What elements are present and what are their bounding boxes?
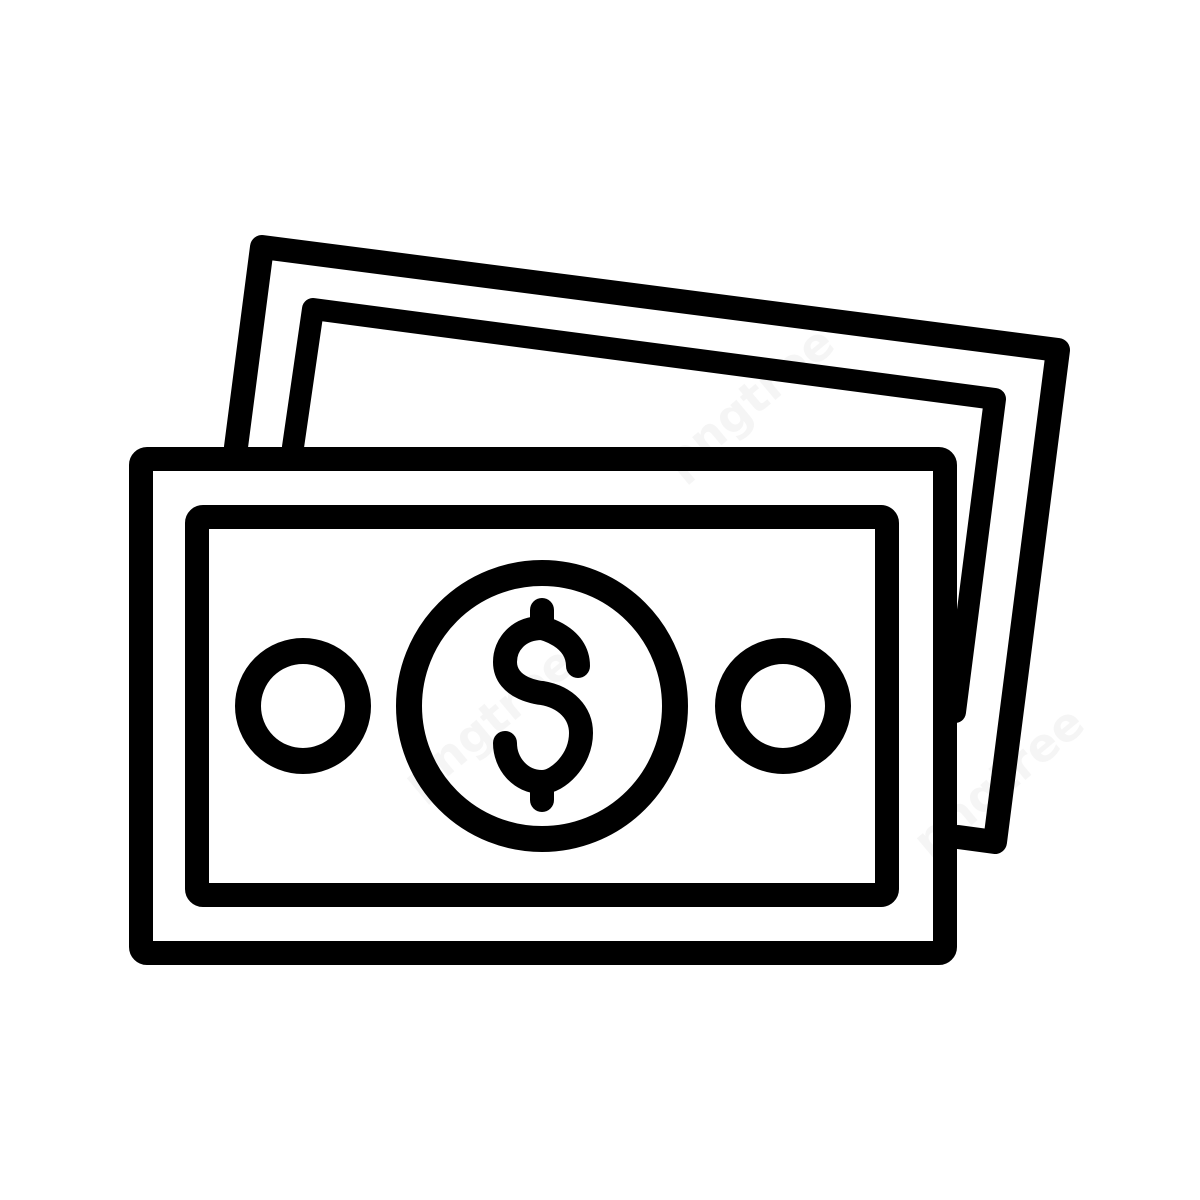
- front-bill-outline: [129, 447, 957, 965]
- right-circle-ornament: [715, 638, 851, 774]
- left-circle-ornament: [235, 638, 371, 774]
- back-bill: [224, 235, 1070, 854]
- back-bill-outline: [224, 235, 1070, 854]
- dollar-sign-icon: [493, 598, 593, 812]
- back-bill-inner-border: [282, 298, 1006, 723]
- front-bill: [129, 447, 957, 965]
- center-medallion: [396, 560, 688, 852]
- front-bill-inner-border: [185, 505, 899, 907]
